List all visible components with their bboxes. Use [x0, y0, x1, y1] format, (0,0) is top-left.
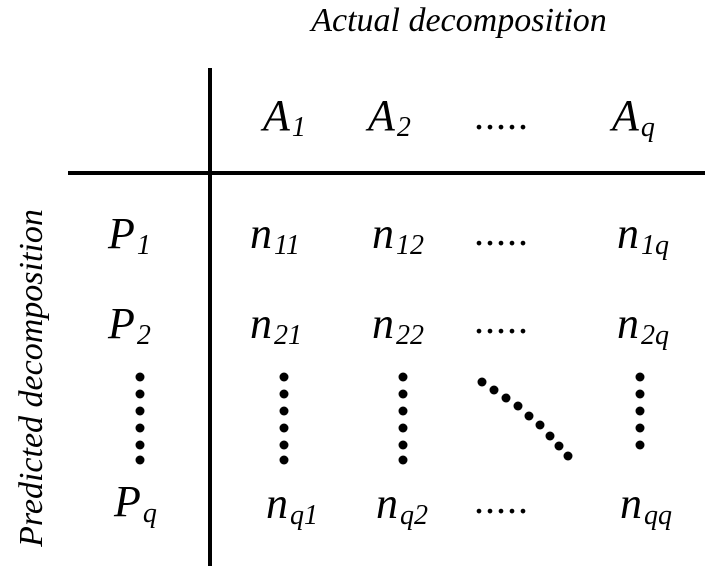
cell-n11: n11: [250, 209, 300, 261]
vertical-dots-col-q: [635, 372, 645, 450]
cell-nq1: nq1: [266, 479, 318, 531]
cell-n22: n22: [372, 299, 424, 351]
cell-nq2: nq2: [376, 479, 428, 531]
column-header-ellipsis: .....: [474, 93, 529, 138]
cell-n2q: n2q: [617, 299, 669, 351]
column-header-a1: A1: [263, 91, 306, 143]
column-header-aq: Aq: [612, 91, 655, 143]
row-header-p1: P1: [108, 209, 151, 261]
row-header-pq: Pq: [114, 477, 157, 529]
vertical-dots-row-header: [135, 372, 145, 465]
cell-n1q: n1q: [617, 209, 669, 261]
column-header-a2: A2: [368, 91, 411, 143]
row1-ellipsis: .....: [474, 209, 529, 254]
cell-n21: n21: [250, 299, 302, 351]
actual-decomposition-label: Actual decomposition: [311, 2, 607, 39]
cell-n12: n12: [372, 209, 424, 261]
vertical-dots-col-1: [279, 372, 289, 465]
row-header-p2: P2: [108, 299, 151, 351]
rowq-ellipsis: .....: [474, 477, 529, 522]
cell-nqq: nqq: [620, 479, 672, 531]
row2-ellipsis: .....: [474, 297, 529, 342]
diagonal-dots: [477, 377, 573, 461]
vertical-dots-col-2: [398, 372, 408, 465]
